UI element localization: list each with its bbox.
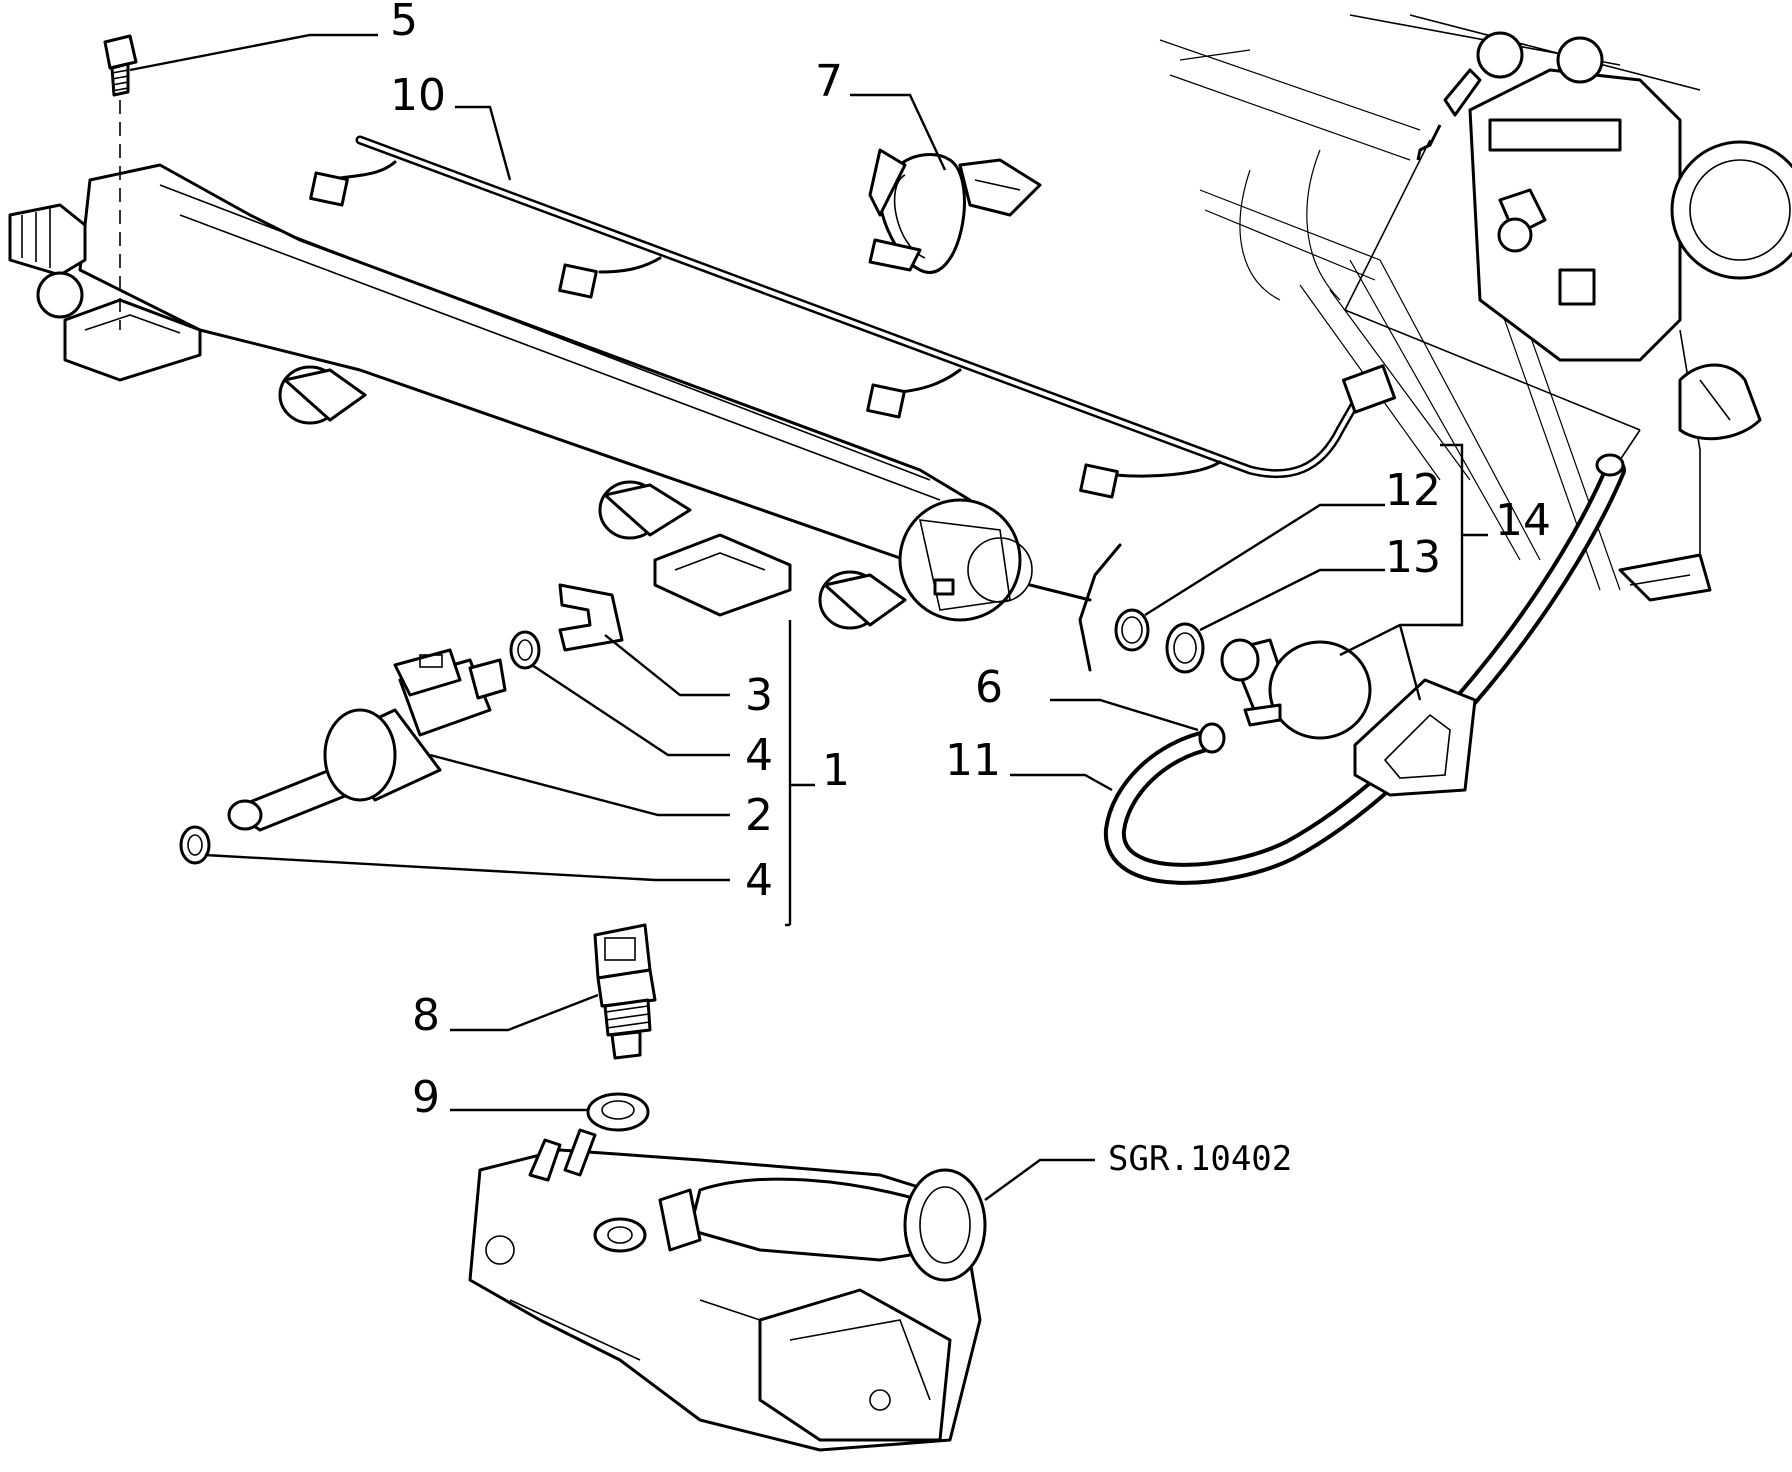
- fuel-rail: [8, 163, 1033, 630]
- callout-2: 2: [745, 790, 773, 841]
- injector-clip: [558, 583, 624, 652]
- o-ring-upper: [509, 630, 541, 670]
- callout-labels: 5 10 7 3 4 1 2 4 8 9 6 11 12 13 14 SGR.1…: [390, 0, 1551, 1179]
- callout-8: 8: [412, 990, 440, 1041]
- callout-12: 12: [1385, 465, 1441, 516]
- callout-4-lower: 4: [745, 855, 773, 906]
- callout-1: 1: [822, 745, 850, 796]
- callout-7: 7: [815, 56, 843, 107]
- callout-11: 11: [945, 735, 1001, 786]
- vacuum-hose: [1103, 453, 1626, 885]
- leader-lines: [129, 33, 1488, 1201]
- connector-line: [1028, 583, 1092, 602]
- drawing-code: SGR.10402: [1108, 1139, 1292, 1179]
- throttle-body: [1344, 31, 1792, 560]
- callout-10: 10: [390, 70, 446, 121]
- callout-6: 6: [975, 662, 1003, 713]
- sealing-washer: [586, 1092, 650, 1132]
- callout-5: 5: [390, 0, 418, 46]
- regulator-bracket: [1353, 678, 1477, 797]
- o-ring-lower: [179, 825, 211, 865]
- callout-4-upper: 4: [745, 730, 773, 781]
- hose-seal: [1198, 722, 1226, 754]
- temperature-sensor: [593, 923, 657, 1060]
- bracket-lower-right: [1618, 553, 1712, 602]
- callout-13: 13: [1385, 532, 1441, 583]
- fuel-injector: [227, 648, 507, 832]
- bolt: [103, 34, 138, 330]
- grouping-bracket-mark: [1078, 543, 1122, 672]
- thermostat-housing: [468, 1128, 987, 1452]
- callout-9: 9: [412, 1072, 440, 1123]
- hose-clip: [868, 148, 1042, 274]
- callout-14: 14: [1495, 495, 1551, 546]
- o-ring-13: [1165, 622, 1205, 674]
- hose-clip-right: [1678, 363, 1762, 441]
- pressure-regulator: [1220, 638, 1372, 740]
- wiring-harness: [309, 135, 1397, 499]
- o-ring-12: [1114, 608, 1150, 652]
- callout-3: 3: [745, 670, 773, 721]
